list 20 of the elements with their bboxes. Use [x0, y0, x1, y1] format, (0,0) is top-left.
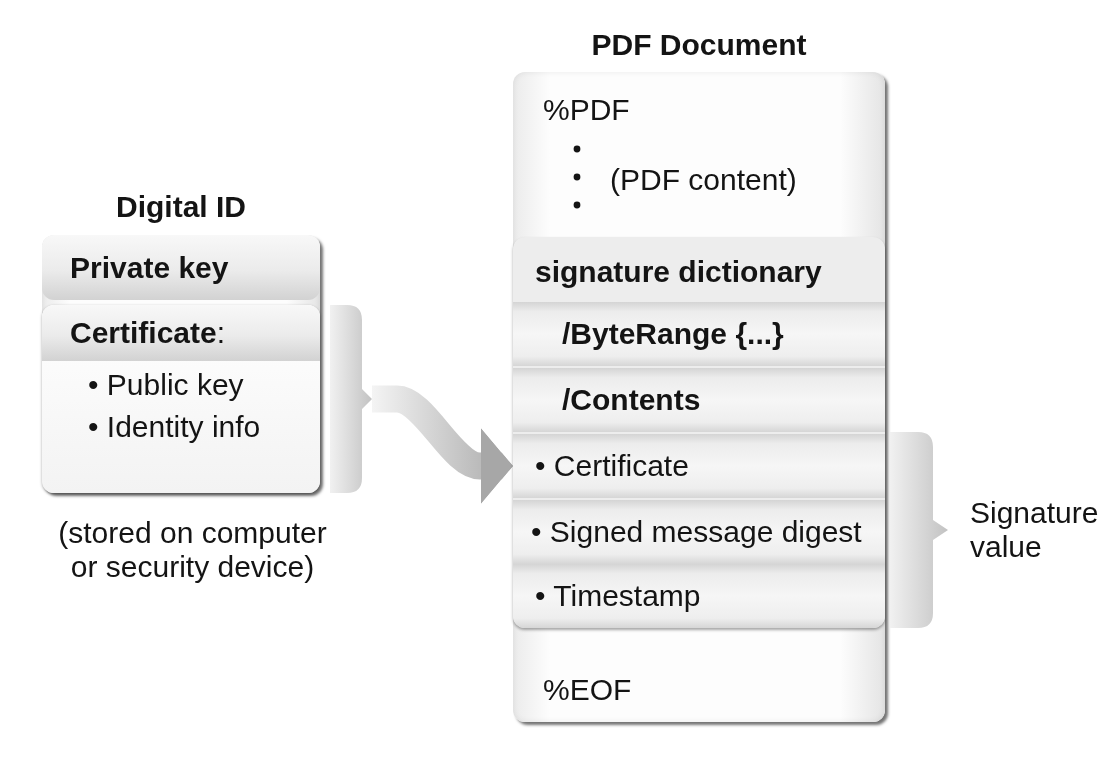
list-item: • Identity info	[88, 409, 261, 445]
dictionary-row: /Contents	[513, 368, 885, 432]
dictionary-row: /ByteRange {...}	[513, 302, 885, 366]
panel-title: Digital ID	[115, 189, 247, 225]
content-text: (PDF content)	[610, 162, 797, 198]
panel-title: PDF Document	[590, 27, 808, 63]
code-text: %EOF	[543, 672, 632, 708]
dictionary-row: • Certificate	[513, 434, 885, 498]
header-band: Private key	[42, 235, 320, 300]
dictionary-row: • Signed message digest	[513, 500, 885, 564]
caption-text: Signature value	[970, 496, 1100, 564]
code-text: %PDF	[543, 92, 630, 128]
dictionary-panel	[513, 237, 885, 628]
panel-header: signature dictionary	[535, 254, 822, 290]
caption-text: (stored on computer or security device)	[57, 516, 328, 584]
list-item: • Public key	[88, 367, 244, 403]
certificate-section	[42, 305, 320, 493]
dictionary-row: • Timestamp	[513, 564, 885, 628]
curved-arrow	[372, 385, 513, 504]
section-header: Certificate:	[42, 305, 320, 361]
